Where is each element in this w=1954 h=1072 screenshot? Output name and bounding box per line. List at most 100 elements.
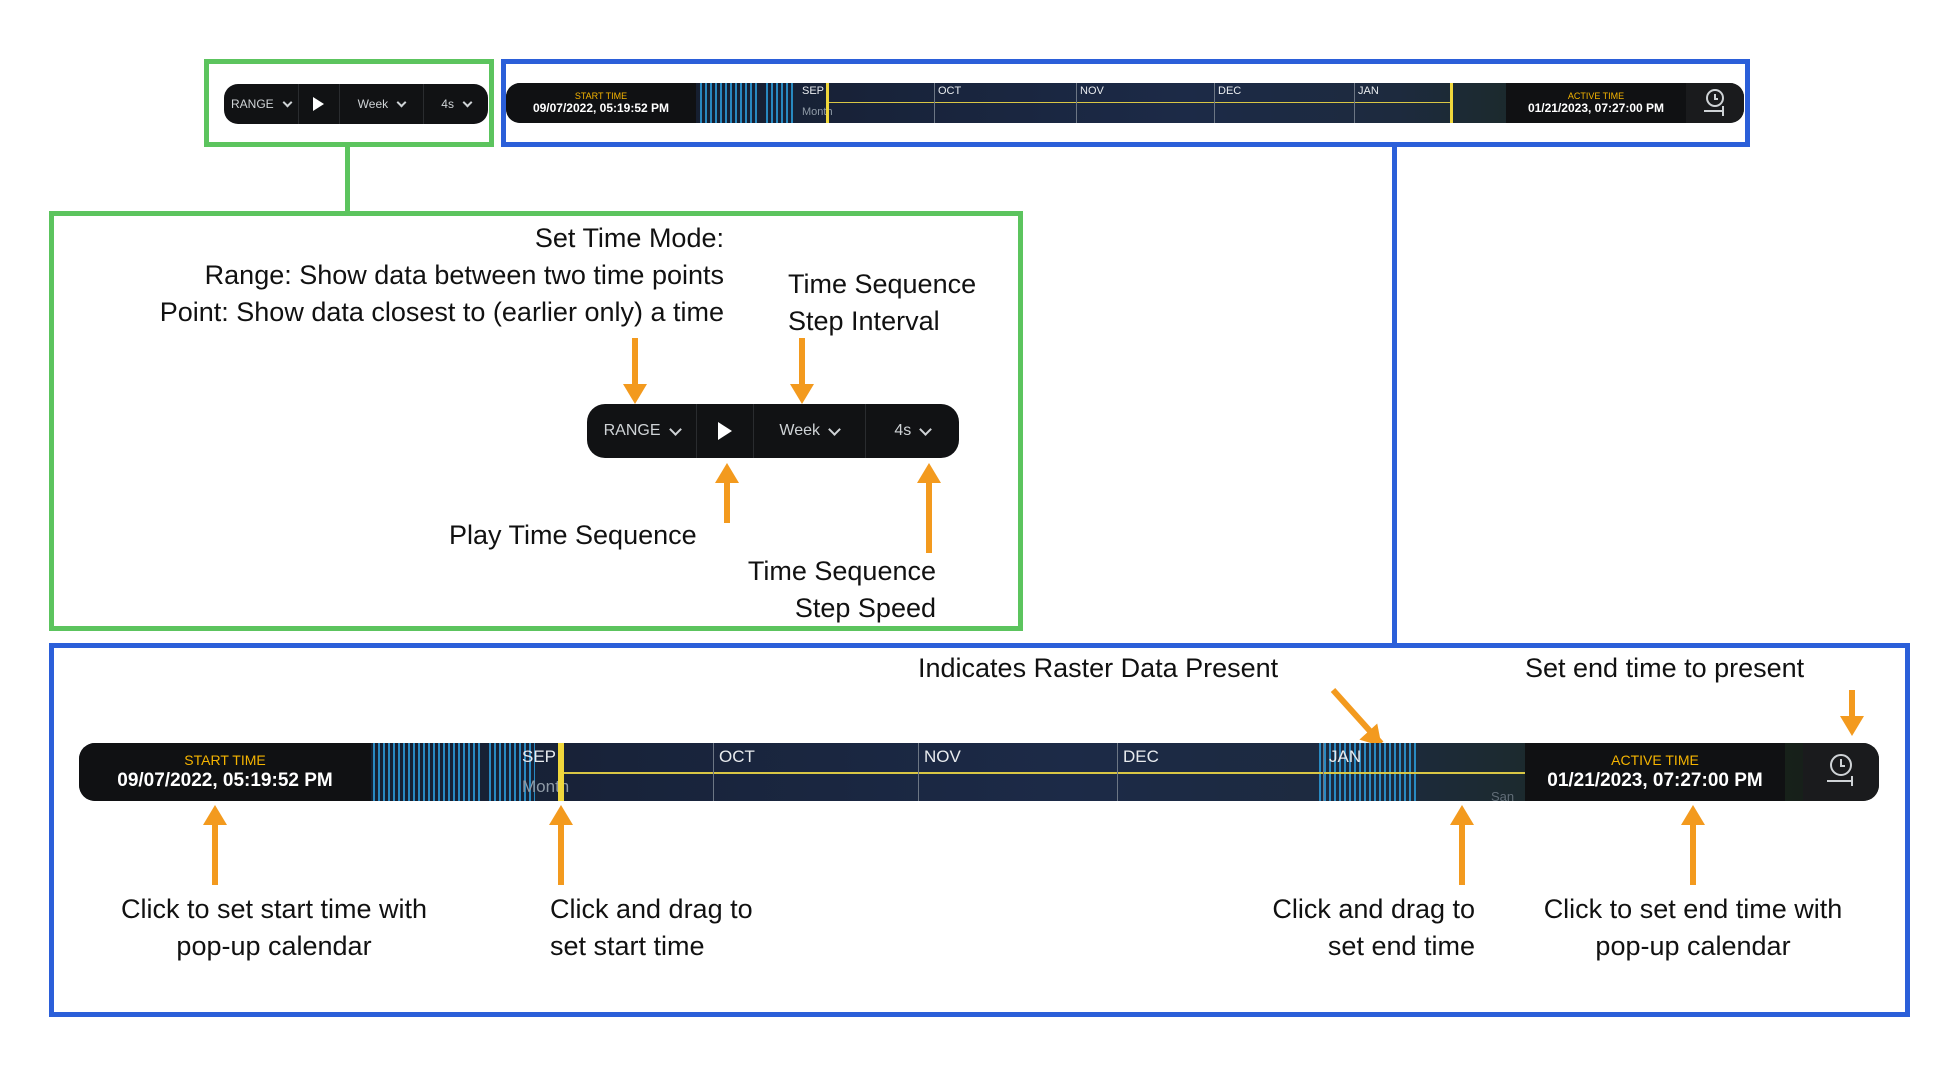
mode-select[interactable]: RANGE (587, 404, 698, 458)
start-time-button[interactable]: START TIME 09/07/2022, 05:19:52 PM (506, 83, 696, 123)
start-time-value: 09/07/2022, 05:19:52 PM (532, 101, 670, 115)
raster-data-indicator (700, 83, 760, 123)
step-interval-note: Time Sequence Step Interval (788, 266, 976, 340)
month-label-dec: DEC (1123, 747, 1159, 766)
note-line: Step Interval (788, 306, 940, 336)
play-icon (313, 97, 325, 111)
interval-select-label: Week (779, 422, 820, 439)
month-label-dec: DEC (1218, 85, 1242, 97)
arrow-up-icon (1447, 805, 1477, 885)
drag-end-note: Click and drag to set end time (1175, 891, 1475, 965)
interval-select-label: Week (357, 97, 389, 111)
month-label-sep: SEP (522, 747, 557, 766)
controls-connector (345, 147, 350, 211)
timeline-large: SEP OCT NOV DEC JAN Month San START TIME… (79, 743, 1879, 801)
note-line: set end time (1327, 931, 1475, 961)
month-divider (934, 83, 935, 123)
mode-select[interactable]: RANGE (224, 84, 299, 124)
play-button[interactable] (697, 404, 754, 458)
chevron-down-icon (396, 97, 407, 108)
arrow-right-icon (1704, 106, 1724, 116)
note-line: pop-up calendar (176, 931, 372, 961)
month-label-oct: OCT (938, 85, 962, 97)
time-controls-large: RANGE Week 4s (587, 404, 959, 458)
start-time-value: 09/07/2022, 05:19:52 PM (117, 770, 333, 791)
arrow-down-icon (1837, 690, 1867, 736)
note-line: Point: Show data closest to (earlier onl… (159, 297, 724, 327)
timeline-small: SEP OCT NOV DEC JAN Month START TIME 09/… (506, 83, 1744, 123)
month-divider (1076, 83, 1077, 123)
speed-select[interactable]: 4s (866, 404, 959, 458)
month-divider (1354, 83, 1355, 123)
play-button[interactable] (299, 84, 340, 124)
note-line: Set Time Mode: (534, 223, 724, 253)
arrow-up-icon (914, 463, 944, 553)
speed-select[interactable]: 4s (424, 84, 488, 124)
interval-select[interactable]: Week (754, 404, 866, 458)
chevron-down-icon (462, 97, 473, 108)
controls-highlight-box (204, 59, 494, 147)
end-time-button[interactable]: ACTIVE TIME 01/21/2023, 07:27:00 PM (1525, 743, 1785, 801)
note-line: Step Speed (794, 593, 936, 623)
chevron-down-icon (828, 422, 841, 436)
arrow-down-icon (620, 338, 650, 404)
start-time-label: START TIME (574, 91, 628, 101)
month-divider (1117, 743, 1118, 801)
chevron-down-icon (668, 422, 682, 436)
month-label-jan: JAN (1329, 747, 1362, 766)
raster-data-indicator (373, 743, 483, 801)
arrow-down-icon (787, 338, 817, 404)
mode-select-label: RANGE (231, 97, 274, 111)
time-controls-small: RANGE Week 4s (224, 84, 488, 124)
clock-icon (1830, 754, 1852, 776)
arrow-up-icon (712, 463, 742, 523)
chevron-down-icon (919, 422, 933, 436)
note-line: Time Sequence (788, 269, 977, 299)
start-handle[interactable] (558, 743, 564, 801)
start-calendar-note: Click to set start time with pop-up cale… (78, 891, 470, 965)
selected-range-line (561, 772, 1541, 774)
note-line: pop-up calendar (1595, 931, 1791, 961)
zoom-level-label: Month (522, 777, 570, 796)
note-line: Click to set start time with (120, 894, 428, 924)
note-line: Click to set end time with (1543, 894, 1843, 924)
month-label-jan: JAN (1358, 85, 1379, 97)
end-time-button[interactable]: ACTIVE TIME 01/21/2023, 07:27:00 PM (1506, 83, 1686, 123)
chevron-down-icon (282, 97, 293, 108)
timeline-connector (1392, 147, 1397, 643)
zoom-level-label: Month (802, 106, 833, 118)
month-label-sep: SEP (802, 85, 825, 97)
end-time-label: ACTIVE TIME (1567, 91, 1625, 101)
arrow-up-icon (546, 805, 576, 885)
selected-range-line (828, 102, 1452, 103)
note-line: Click and drag to (550, 894, 753, 924)
raster-data-indicator (489, 743, 535, 801)
note-line: Time Sequence (747, 556, 936, 586)
play-note: Play Time Sequence (449, 520, 697, 550)
clock-icon (1706, 89, 1724, 107)
end-calendar-note: Click to set end time with pop-up calend… (1500, 891, 1886, 965)
mode-select-label: RANGE (603, 422, 661, 439)
arrow-up-icon (1678, 805, 1708, 885)
interval-select[interactable]: Week (340, 84, 425, 124)
set-to-present-button[interactable] (1803, 743, 1879, 801)
controls-detail-box (49, 211, 1023, 631)
drag-start-note: Click and drag to set start time (550, 891, 753, 965)
start-handle[interactable] (826, 83, 829, 123)
timeline-highlight-box (501, 59, 1750, 147)
month-divider (713, 743, 714, 801)
step-speed-note: Time Sequence Step Speed (636, 553, 936, 627)
month-divider (1323, 743, 1324, 801)
speed-select-label: 4s (441, 97, 454, 111)
note-line: Click and drag to (1272, 894, 1475, 924)
start-time-button[interactable]: START TIME 09/07/2022, 05:19:52 PM (79, 743, 371, 801)
month-label-nov: NOV (924, 747, 961, 766)
set-to-present-button[interactable] (1686, 83, 1744, 123)
end-time-value: 01/21/2023, 07:27:00 PM (1527, 101, 1665, 115)
end-handle[interactable] (1450, 83, 1453, 123)
timeline-detail-box (49, 643, 1910, 1017)
raster-note: Indicates Raster Data Present (918, 653, 1279, 683)
raster-data-indicator (766, 83, 794, 123)
month-label-nov: NOV (1080, 85, 1104, 97)
end-time-value: 01/21/2023, 07:27:00 PM (1547, 770, 1763, 791)
